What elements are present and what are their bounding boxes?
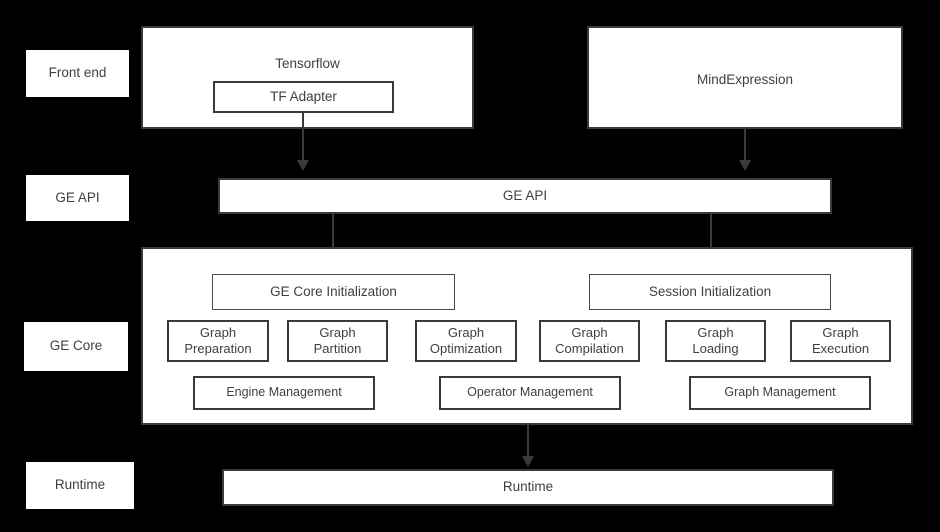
connector-ge-api-to-ge-core-init [332, 214, 334, 261]
tensorflow-container: Tensorflow [141, 26, 474, 129]
graph-management-box: Graph Management [689, 376, 871, 410]
graph-partition-box: Graph Partition [287, 320, 388, 362]
stage-label-ge-api: GE API [26, 175, 129, 221]
mindexpression-container: MindExpression [587, 26, 903, 129]
stage-label-runtime-text: Runtime [54, 477, 106, 493]
graph-compilation-box: Graph Compilation [539, 320, 640, 362]
session-initialization-label: Session Initialization [648, 283, 772, 299]
tf-adapter-label: TF Adapter [270, 88, 337, 104]
runtime-bar: Runtime [222, 469, 834, 506]
ge-core-initialization-label: GE Core Initialization [270, 283, 397, 299]
stage-label-front-end: Front end [26, 50, 129, 97]
engine-management-box: Engine Management [193, 376, 375, 410]
graph-loading-label: Graph Loading [692, 324, 739, 356]
arrowhead-mindexpression-to-ge-api [739, 160, 751, 171]
graph-preparation-label: Graph Preparation [184, 324, 252, 356]
engine-management-label: Engine Management [226, 385, 342, 400]
graph-optimization-box: Graph Optimization [415, 320, 517, 362]
session-initialization-box: Session Initialization [589, 274, 831, 310]
graph-partition-label: Graph Partition [313, 324, 362, 356]
stage-label-ge-core: GE Core [24, 322, 128, 371]
arrowhead-tf-adapter-to-ge-api [297, 160, 309, 171]
graph-preparation-box: Graph Preparation [167, 320, 269, 362]
stage-label-runtime: Runtime [26, 462, 134, 509]
graph-compilation-label: Graph Compilation [555, 324, 624, 356]
graph-optimization-label: Graph Optimization [429, 324, 503, 356]
ge-api-bar: GE API [218, 178, 832, 214]
stage-label-ge-core-text: GE Core [49, 338, 103, 354]
tensorflow-title: Tensorflow [275, 56, 340, 71]
arrowhead-ge-core-to-runtime [522, 456, 534, 467]
graph-execution-box: Graph Execution [790, 320, 891, 362]
mindexpression-title: MindExpression [696, 72, 794, 87]
connector-mindexpression-to-ge-api [744, 129, 746, 161]
ge-core-initialization-box: GE Core Initialization [212, 274, 455, 310]
runtime-bar-label: Runtime [502, 479, 554, 495]
connector-ge-core-to-runtime [527, 425, 529, 457]
ge-api-bar-label: GE API [502, 187, 548, 203]
stage-label-ge-api-text: GE API [55, 189, 100, 205]
connector-ge-api-to-session-init [710, 214, 712, 261]
tf-adapter-box: TF Adapter [213, 81, 394, 113]
graph-execution-label: Graph Execution [811, 324, 870, 356]
stage-label-front-end-text: Front end [48, 65, 107, 81]
operator-management-label: Operator Management [467, 385, 593, 400]
graph-loading-box: Graph Loading [665, 320, 766, 362]
connector-tf-adapter-to-ge-api [302, 113, 304, 161]
graph-management-label: Graph Management [724, 385, 836, 400]
operator-management-box: Operator Management [439, 376, 621, 410]
